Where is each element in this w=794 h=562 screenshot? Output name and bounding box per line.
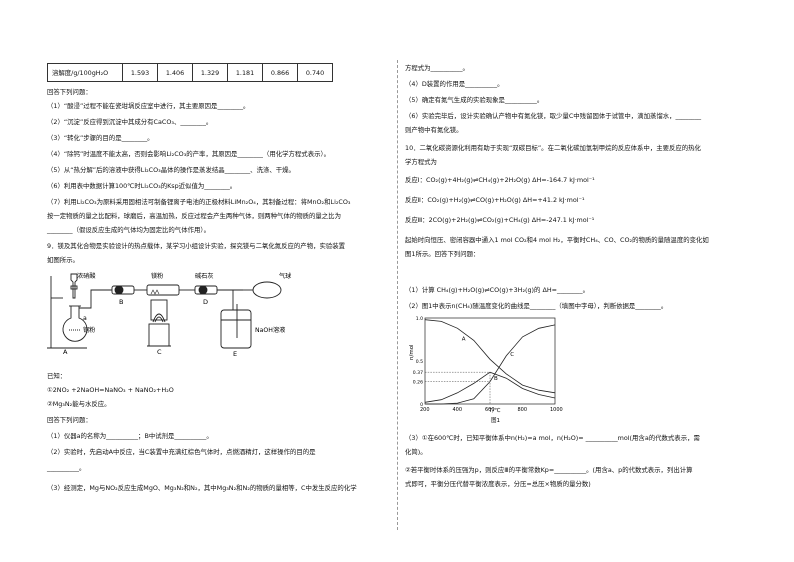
table-cell: 1.593 — [122, 63, 158, 82]
answer-intro: 回答下列问题： — [47, 416, 92, 424]
x-tick-label: 1000 — [550, 407, 563, 413]
y-tick-label: 0 — [420, 402, 423, 408]
known-line: ①2NO₂ +2NaOH=NaNO₃ + NaNO₂+H₂O — [47, 386, 174, 394]
y-axis-label: n/mol — [409, 344, 415, 360]
label-soda-lime: 碱石灰 — [195, 272, 214, 280]
reaction-line: 反应Ⅱ：CO₂(g)+H₂(g)⇌CO(g)+H₂O(g) ΔH=+41.2 k… — [405, 196, 585, 204]
label-D: D — [203, 298, 208, 306]
question-line: （5）确定有氮气生成的实验现象是__________。 — [405, 96, 544, 104]
q10-question: （3）①在600℃时，已知平衡体系中n(H₂)=a mol，n(H₂O)= __… — [405, 434, 700, 442]
table-cell: 1.181 — [227, 63, 263, 82]
mid-line: 起始时向恒压、密闭容器中通入1 mol CO₂和4 mol H₂，平衡时CH₄、… — [405, 236, 709, 244]
x-tick-label: 200 — [420, 407, 430, 413]
q10-line: 学方程式为 — [405, 158, 437, 166]
known-title: 已知： — [47, 372, 67, 380]
q10-question: 化简)。 — [405, 448, 427, 456]
question-line: （4）“除钙”时温度不能太高，否则会影响Li₂CO₃的产率，其原因是______… — [47, 150, 331, 158]
known-line: ②Mg₃N₂能与水反应。 — [47, 400, 111, 408]
question-line: （5）从“热分解”后的溶液中获得Li₂CO₃晶体的操作是蒸发结晶________… — [47, 166, 295, 174]
label-mg: 镁粉 — [151, 272, 163, 280]
question-line: （7）利用Li₂CO₃为原料采用固相法可制备锂离子电池的正极材料LiMn₂O₄，… — [47, 198, 351, 206]
y-tick-label: 1.0 — [416, 316, 423, 322]
q9-question: （1）仪器a的名称为__________；B中试剂是__________。 — [47, 432, 213, 440]
question-line: （6）利用表中数据计算100℃时Li₂CO₃的Ksp近似值为________。 — [47, 182, 237, 190]
q9-question: （3）经测定，Mg与NO₂反应生成MgO、Mg₃N₂和N₂，其中Mg₃N₂和N₂… — [47, 484, 357, 492]
series-label: A — [462, 336, 466, 342]
q10-question: 式即可，平衡分压代替平衡浓度表示，分压=总压×物质的量分数) — [405, 480, 591, 488]
question-line: 则产物中有氮化镁。 — [405, 126, 463, 134]
reaction-line: 反应Ⅲ：2CO(g)+2H₂(g)⇌CO₂(g)+CH₄(g) ΔH=-247.… — [405, 216, 595, 224]
q9-question: __________。 — [47, 464, 86, 472]
reaction-line: 反应Ⅰ：CO₂(g)+4H₂(g)⇌CH₄(g)+2H₂O(g) ΔH=-164… — [405, 176, 595, 184]
table-cell: 0.866 — [262, 63, 298, 82]
series-label: B — [494, 376, 498, 382]
y-tick-label: 0.5 — [416, 359, 423, 365]
label-C: C — [157, 348, 162, 356]
q9-line: 9．镁及其化合物是实验设计的热点载体，某学习小组设计实验，探究镁与二氧化氮反应的… — [47, 242, 346, 250]
label-balloon: 气球 — [279, 272, 292, 280]
x-tick-label: 800 — [518, 407, 528, 413]
column-divider — [397, 60, 398, 530]
q9-line: 如图所示。 — [47, 256, 79, 264]
plot-frame — [424, 317, 556, 405]
table-cell: 1.406 — [157, 63, 193, 82]
question-line: （2）“沉淀”反应得到沉淀中其成分有CaCO₃、________。 — [47, 118, 213, 126]
table-cell: 0.740 — [297, 63, 333, 82]
label-A: A — [63, 348, 68, 356]
table-header: 溶解度/g/100gH₂O — [47, 63, 123, 82]
label-a: a — [83, 315, 87, 322]
question-line: 按一定物质的量之比配料，球磨后，高温加热，反应过程会产生两种气体，则两种气体的物… — [47, 212, 341, 220]
q10-question: （2）图1中表示n(CH₄)随温度变化的曲线是________（填图中字母），判… — [405, 302, 668, 310]
q9-question: （2）实验时，先启动A中反应，当C装置中充满红棕色气体时，点燃酒精灯，这样操作的… — [47, 448, 316, 456]
y-tick-label: 0.26 — [413, 379, 423, 385]
label-naoh: NaOH溶液 — [255, 326, 285, 334]
mid-line: 图1所示。回答下列问题： — [405, 250, 480, 258]
q10-line: 10．二氧化碳资源化利用有助于实现“双碳目标”。在二氧化碳加氢制甲烷的反应体系中… — [405, 144, 701, 152]
label-E: E — [233, 350, 237, 358]
question-line: （4）D装置的作用是__________。 — [405, 80, 504, 88]
solubility-table: 溶解度/g/100gH₂O 1.593 1.406 1.329 1.181 0.… — [47, 63, 333, 82]
x-axis-label: T/℃ — [488, 407, 500, 414]
question-line: （3）“转化”步骤的目的是________。 — [47, 134, 154, 142]
label-conc-acid: 浓硝酸 — [77, 272, 96, 280]
chart-title: 图1 — [491, 416, 500, 424]
table-cell: 1.329 — [192, 63, 228, 82]
question-line: （6）实验完毕后，设计实验确认产物中有氮化镁，取少量C中残留固体于试管中，滴加蒸… — [405, 112, 702, 120]
left-column: 溶解度/g/100gH₂O 1.593 1.406 1.329 1.181 0.… — [47, 63, 357, 492]
question-line: （1）“酸浸”过程不能在瓷坩埚反应室中进行，其主要原因是________。 — [47, 102, 250, 110]
answer-intro: 回答下列问题： — [47, 88, 92, 96]
x-tick-label: 400 — [453, 407, 463, 413]
q10-question: （1）计算 CH₄(g)+H₂O(g)⇌CO(g)+3H₂(g)的 ΔH=___… — [405, 286, 589, 294]
label-B: B — [119, 298, 123, 306]
label-copper: 铜粉 — [83, 326, 95, 334]
x-tick-label: 600 — [485, 407, 495, 413]
question-line: 方程式为__________。 — [405, 64, 469, 72]
series-label: C — [510, 352, 514, 358]
right-column: 方程式为__________。 （4）D装置的作用是__________。 （5… — [397, 0, 794, 562]
equilibrium-chart: 200 400 600 800 1000 0 0.26 0.37 0.5 1.0 A B C n/mo… — [409, 316, 563, 424]
question-line: ________（假设反应生成的气体均为固定比的气体作用）。 — [47, 226, 210, 234]
y-tick-label: 0.37 — [413, 370, 423, 376]
q10-question: ②若平衡时体系的压强为p，则反应Ⅲ的平衡常数Kp=__________。(用含a… — [405, 466, 693, 474]
series-line-A — [424, 319, 556, 394]
apparatus-diagram: 浓硝酸 a 铜粉 镁粉 碱石灰 气球 NaOH溶液 A B C D E — [47, 272, 292, 358]
